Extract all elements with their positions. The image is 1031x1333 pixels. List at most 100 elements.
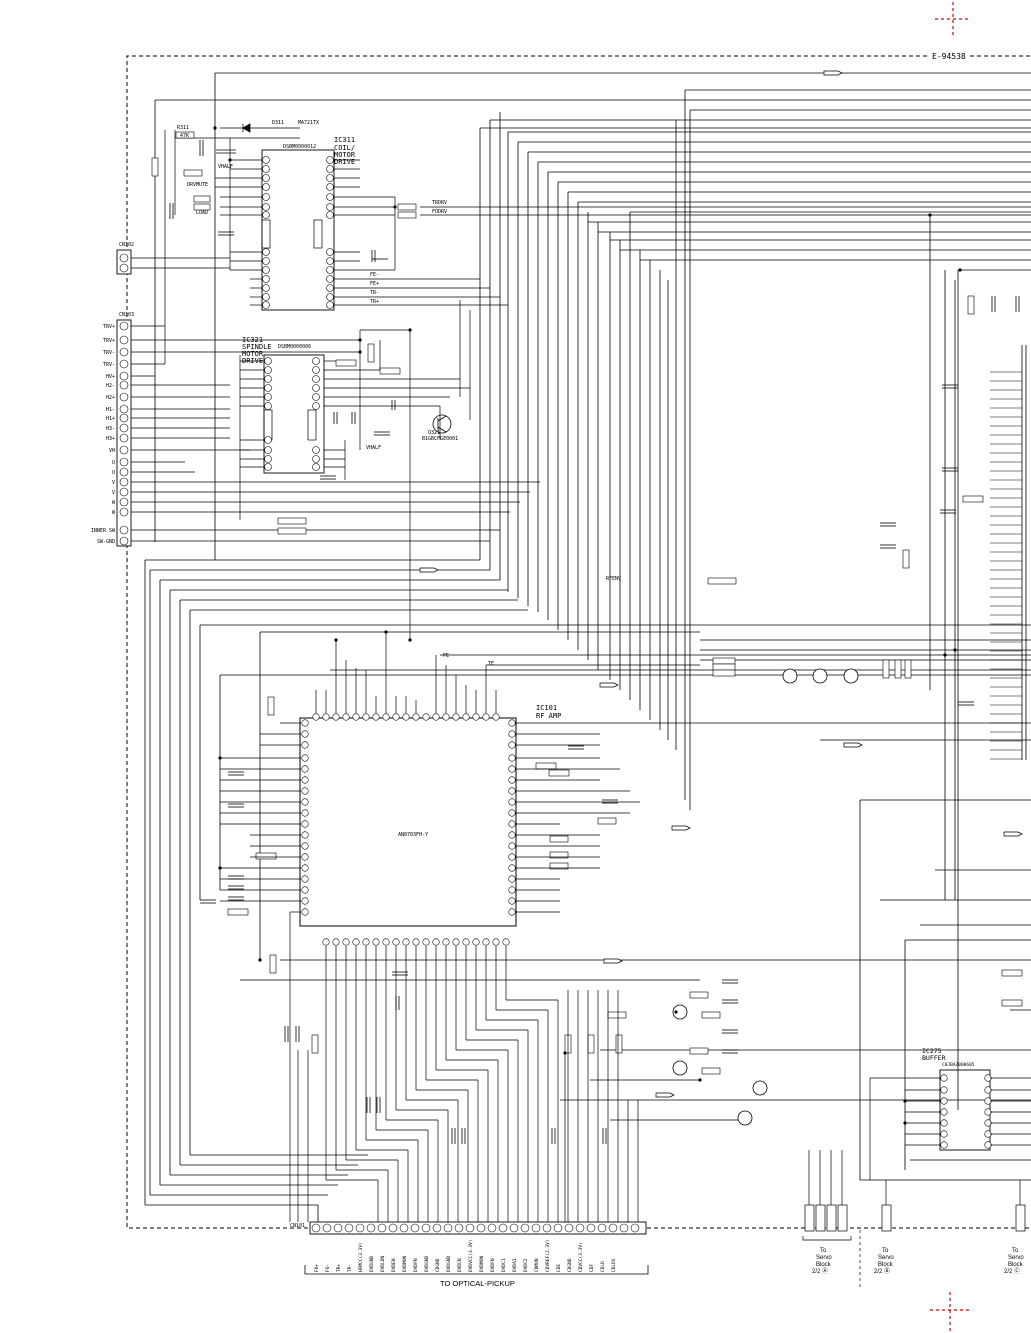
net-drvmute: DRVMUTE [187, 182, 208, 188]
net-tr-minus: TR- [370, 290, 379, 296]
cn101-pin-13-label: DVDGND [446, 1255, 452, 1272]
cn101-pin-6-label: DVDGND [369, 1255, 375, 1272]
net-vhalf-2: VHALF [366, 445, 381, 451]
net-fodrv: FODRV [432, 209, 447, 215]
cn101-pin-7-label: DVDLDN [380, 1255, 386, 1272]
cn303-pin-19-label: INNER SW [91, 528, 116, 534]
servo-tags [802, 1150, 1026, 1241]
registration-mark-bottom [930, 1292, 972, 1332]
ic311-subtitle-1: COIL/ [334, 144, 355, 152]
board-ref-label: E-94538 [932, 52, 966, 61]
cn101-pin-19-label: DVDA1 [512, 1258, 518, 1272]
cn101-pin-27-label: CDLD [600, 1261, 606, 1272]
net-rfenv: RFENV [606, 576, 621, 582]
cn101-pin-17-label: DVDFN [490, 1258, 496, 1272]
cn101-pin-4-label: TR- [347, 1264, 353, 1272]
servo-c-line-1: To [1012, 1248, 1019, 1254]
servo-a-line-2: Servo [816, 1255, 832, 1261]
ic275-part-number: C0JBAZ000605 [942, 1062, 975, 1068]
ic321-title: IC321 [242, 336, 263, 344]
cn303-pin-16-label: V [112, 490, 115, 496]
servo-b-line-1: To [882, 1248, 889, 1254]
cn101-pin-labels: FO+ FO- TR+ TR- HFMCC(3.3V) DVDGND DVDLD… [314, 1239, 617, 1272]
ic321-subtitle-2: MOTOR [242, 350, 264, 358]
cn303-pin-7-label: H2+ [106, 395, 115, 401]
ic275-wiring [860, 1077, 1031, 1181]
cn101-pin-14-label: DVDCN [457, 1258, 463, 1272]
cn101-pin-22-label: CDVREF(2.3V) [545, 1239, 551, 1272]
cn302-connector: CN302 [116, 242, 134, 275]
cn101-pin-3-label: TR+ [336, 1264, 342, 1272]
net-labels: TRDRV FODRV DRVMUTE LOAD VHALF VHALF FE-… [187, 164, 621, 667]
cn101-pins [311, 1223, 640, 1233]
servo-b-line-3: Block [878, 1262, 894, 1268]
ic275-title: IC275 [922, 1047, 942, 1055]
cn101-pin-10-label: DVDFN [413, 1258, 419, 1272]
ic321-wiring [239, 300, 471, 640]
ic311-title: IC311 [334, 136, 355, 144]
servo-a-line-1: To [820, 1248, 827, 1254]
servo-a-line-4: 2/2 Ⓐ [812, 1267, 828, 1275]
cn101-pin-25-label: CDVCC(3.3V) [578, 1242, 584, 1272]
servo-a-line-3: Block [816, 1262, 832, 1268]
ic311-subtitle-3: DRIVE [334, 158, 355, 166]
cn101-pin-16-label: DVDMON [479, 1255, 485, 1272]
cn101-label: CN101 [290, 1223, 305, 1229]
registration-mark-top [935, 2, 971, 36]
cn303-pin-14-label: U [112, 470, 115, 476]
q321-label: Q321 [428, 430, 440, 436]
servo-block-a-label: To Servo Block 2/2 Ⓐ [812, 1248, 832, 1275]
to-optical-pickup-label: TO OPTICAL-PICKUP [440, 1279, 515, 1288]
cn303-pin-12-label: VH [109, 448, 115, 454]
d311-part: MA721TX [298, 120, 319, 126]
cn303-pin-6-label: H2- [106, 383, 115, 389]
cn101-pin-2-label: FO- [325, 1264, 331, 1272]
ic275-block: IC275 BUFFER C0JBAZ000605 [922, 1047, 992, 1151]
cn303-pin-5-label: HV+ [106, 374, 115, 380]
ic101-wiring [220, 632, 1031, 1222]
cn101-pin-12-label: CDGND [435, 1258, 441, 1272]
d311-label: D311 [272, 120, 284, 126]
cn303-label: CN303 [119, 312, 134, 318]
ic321-block: IC321 SPINDLE MOTOR DRIVE DSBM0000006 [242, 336, 325, 474]
q321-transistor [432, 414, 452, 434]
cn303-pin-4-label: TRV- [103, 362, 115, 368]
ic275-subtitle: BUFFER [922, 1054, 946, 1062]
d311-diode [220, 123, 300, 133]
cn101-pin-5-label: HFMCC(3.3V) [358, 1242, 364, 1272]
net-trdrv: TRDRV [432, 200, 447, 206]
ic101-block: IC101 RF AMP AN8703FH-Y [299, 704, 561, 946]
right-partial-ic [1021, 345, 1027, 760]
r311-value: 47K [180, 133, 189, 139]
servo-c-line-3: Block [1008, 1262, 1024, 1268]
net-tr-plus: TR+ [370, 299, 379, 305]
cn303-pin-17-label: W [112, 500, 116, 506]
r311-label: R311 [177, 125, 189, 131]
servo-block-b-label: To Servo Block 2/2 Ⓑ [874, 1248, 894, 1275]
net-fe-minus: FE- [370, 272, 379, 278]
transistors [672, 668, 859, 1126]
cn303-pin-15-label: V [112, 480, 115, 486]
cn303-pin-10-label: H3- [106, 426, 115, 432]
ic101-subtitle: RF AMP [536, 712, 561, 720]
cn303-pin-18-label: W [112, 510, 116, 516]
cn303-pin-3-label: TRV- [103, 350, 115, 356]
signal-wires [130, 72, 1031, 1222]
right-edge-wires [990, 371, 1022, 760]
cn101-pin-20-label: DVDC2 [523, 1258, 529, 1272]
cn101-pin-21-label: CDMON [534, 1258, 540, 1272]
cn303-pin-1-label: TRV+ [103, 324, 115, 330]
cn101-pin-23-label: CDE [556, 1264, 562, 1272]
net-vhalf: VHALF [218, 164, 233, 170]
junction-dots [213, 126, 962, 1125]
ic311-part-number: DSBM0000012 [283, 144, 316, 150]
q321-part: B1GBCFGE0001 [422, 436, 458, 442]
ic311-wiring [164, 130, 1031, 364]
cn101-bracket [304, 1265, 649, 1275]
cn303-pin-2-label: TRV+ [103, 338, 115, 344]
net-load: LOAD [196, 210, 208, 216]
cn101-pin-24-label: CDGND [567, 1258, 573, 1272]
ic101-title: IC101 [536, 704, 557, 712]
cn101-pin-18-label: DVDC1 [501, 1258, 507, 1272]
